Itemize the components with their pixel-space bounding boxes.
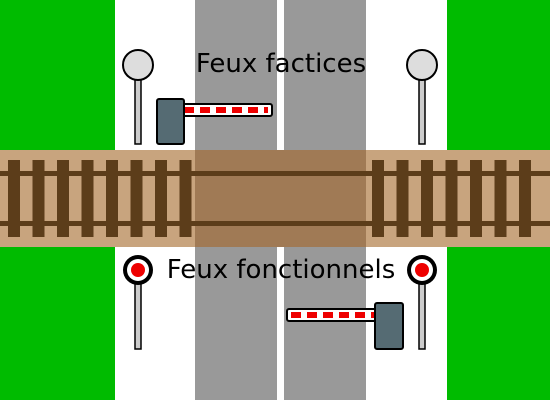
barrier-stripe: [200, 107, 210, 113]
lamp-on-icon: [131, 263, 145, 277]
sleeper: [81, 160, 94, 237]
lamp-off-icon: [122, 49, 154, 81]
signal-post: [418, 281, 426, 350]
signal-bottom-right: [407, 255, 437, 350]
track-sleepers: [8, 160, 531, 237]
sleeper: [106, 160, 118, 237]
sleeper: [155, 160, 167, 237]
sleeper: [8, 160, 20, 237]
sleeper: [470, 160, 482, 237]
barrier-stripe: [264, 107, 268, 113]
barrier-stripe: [184, 107, 194, 113]
barrier-housing: [374, 302, 404, 350]
barrier-stripe: [291, 312, 301, 318]
lamp-off-icon: [406, 49, 438, 81]
signal-top-right: [406, 49, 438, 145]
barrier-stripe: [307, 312, 317, 318]
sleeper: [445, 160, 458, 237]
sleeper: [179, 160, 192, 237]
sleeper: [32, 160, 45, 237]
barrier-stripe: [339, 312, 349, 318]
working-lights-label: Feux fonctionnels: [167, 255, 396, 285]
signal-post: [418, 77, 426, 145]
sleeper: [519, 160, 531, 237]
rail-top: [0, 171, 550, 176]
sleeper: [57, 160, 69, 237]
barrier-stripe: [232, 107, 242, 113]
rail-bottom: [0, 221, 550, 226]
barrier-housing: [156, 98, 185, 145]
barrier-stripe: [355, 312, 365, 318]
signal-post: [134, 281, 142, 350]
barrier-top: [156, 98, 273, 145]
barrier-stripe: [216, 107, 226, 113]
sleeper: [421, 160, 433, 237]
signal-bottom-left: [123, 255, 153, 350]
sleeper: [396, 160, 409, 237]
crossing-surface: [195, 150, 366, 247]
signal-post: [134, 77, 142, 145]
lamp-on-icon: [415, 263, 429, 277]
signal-top-left: [122, 49, 154, 145]
barrier-stripe: [248, 107, 258, 113]
barrier-bottom: [286, 302, 404, 350]
dummy-lights-label: Feux factices: [196, 49, 366, 79]
sleeper: [130, 160, 143, 237]
barrier-stripe: [323, 312, 333, 318]
sleeper: [372, 160, 384, 237]
sleeper: [494, 160, 507, 237]
